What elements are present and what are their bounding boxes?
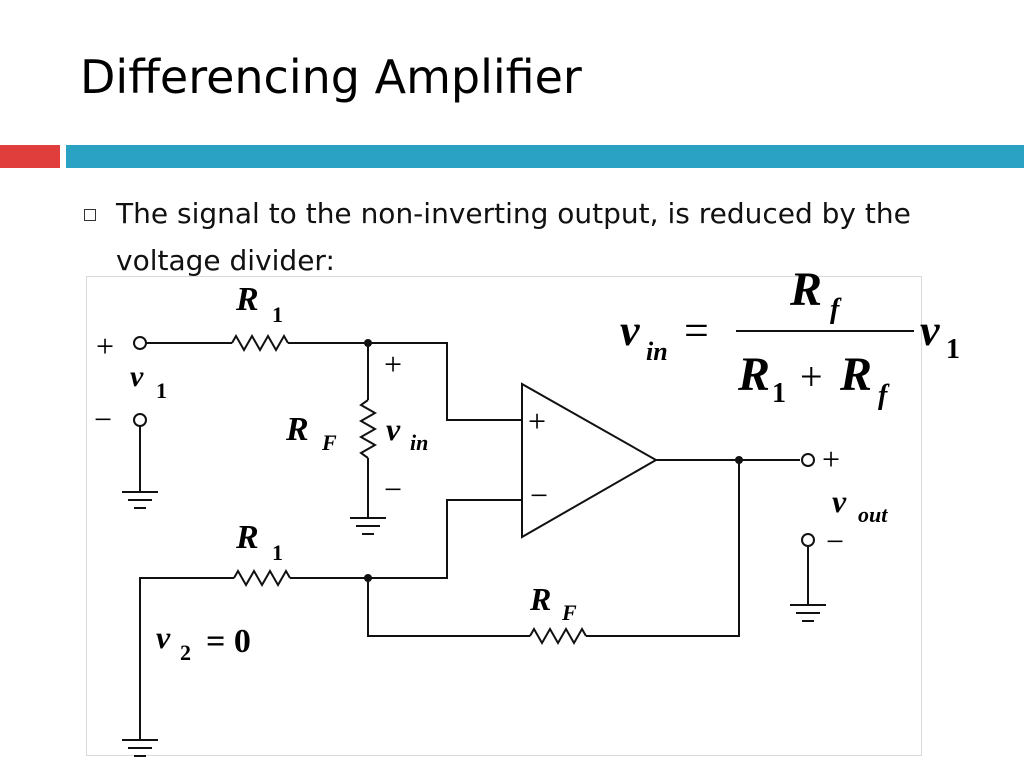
hollow-square-icon: [84, 209, 96, 221]
eq-den-rf: R: [839, 348, 872, 401]
vin-sub: in: [410, 430, 428, 455]
vout-terminal-plus: [801, 453, 815, 467]
eq-lhs-sub: in: [646, 337, 668, 366]
eq-equals: =: [684, 306, 709, 355]
v1-label: v: [130, 360, 144, 393]
circuit-figure-frame: [86, 276, 922, 756]
wire-v2-ground: [139, 577, 234, 740]
wire-feedback-left: [367, 578, 530, 637]
resistor-rf-divider: [358, 399, 378, 459]
eq-den-r1-sub: 1: [772, 378, 786, 409]
rf-feedback-sub: F: [561, 600, 577, 625]
v1-minus-sign: −: [94, 401, 112, 437]
eq-den-r1: R: [737, 348, 770, 401]
ground-v2: [122, 739, 158, 757]
bullet-text: The signal to the non-inverting output, …: [116, 197, 911, 277]
wire-inv-input: [290, 499, 522, 579]
vin-plus-sign: +: [384, 346, 402, 382]
vin-label: v: [386, 411, 401, 447]
rf-feedback-label: R: [529, 581, 551, 617]
resistor-r1-bottom: [233, 568, 291, 588]
accent-bar-red: [0, 145, 60, 168]
wire-r1-to-noninv: [288, 342, 522, 421]
v1-terminal-plus: [133, 336, 147, 350]
accent-bar-blue: [66, 145, 1024, 168]
v2-sub: 2: [180, 640, 191, 665]
wire-feedback-right: [586, 460, 740, 637]
r1-top-sub: 1: [272, 302, 283, 327]
eq-den-plus: +: [800, 354, 823, 399]
rf-divider-label: R: [285, 411, 309, 448]
eq-lhs-v: v: [620, 306, 640, 355]
vout-plus-sign: +: [822, 441, 840, 477]
r1-bottom-label: R: [235, 519, 259, 556]
eq-den-rf-sub: f: [878, 380, 890, 411]
vout-terminal-minus: [801, 533, 815, 547]
r1-top-label: R: [235, 281, 259, 318]
opamp-minus-sign: −: [530, 477, 548, 513]
r1-bottom-sub: 1: [272, 540, 283, 565]
ground-divider: [350, 517, 386, 535]
eq-num-sub: f: [830, 294, 842, 325]
vin-minus-sign: −: [384, 471, 402, 507]
slide-title: Differencing Amplifier: [80, 50, 582, 104]
v2-label: v: [156, 619, 171, 655]
resistor-r1-top: [231, 333, 289, 353]
eq-rhs-v: v: [920, 306, 940, 355]
resistor-rf-feedback: [529, 626, 587, 646]
eq-rhs-sub: 1: [946, 334, 960, 365]
vout-minus-sign: −: [826, 523, 844, 559]
ground-vout: [790, 604, 826, 622]
opamp-triangle: [521, 382, 659, 539]
v1-plus-sign: +: [96, 328, 114, 364]
v1-sub: 1: [156, 378, 167, 403]
opamp-plus-sign: +: [528, 403, 546, 439]
ground-v1: [122, 491, 158, 509]
vout-label: v: [832, 483, 847, 519]
vout-sub: out: [858, 502, 888, 527]
v2-value: = 0: [206, 623, 251, 660]
eq-num-r: R: [789, 263, 822, 316]
rf-divider-sub: F: [321, 430, 337, 455]
v1-terminal-minus: [133, 413, 147, 427]
